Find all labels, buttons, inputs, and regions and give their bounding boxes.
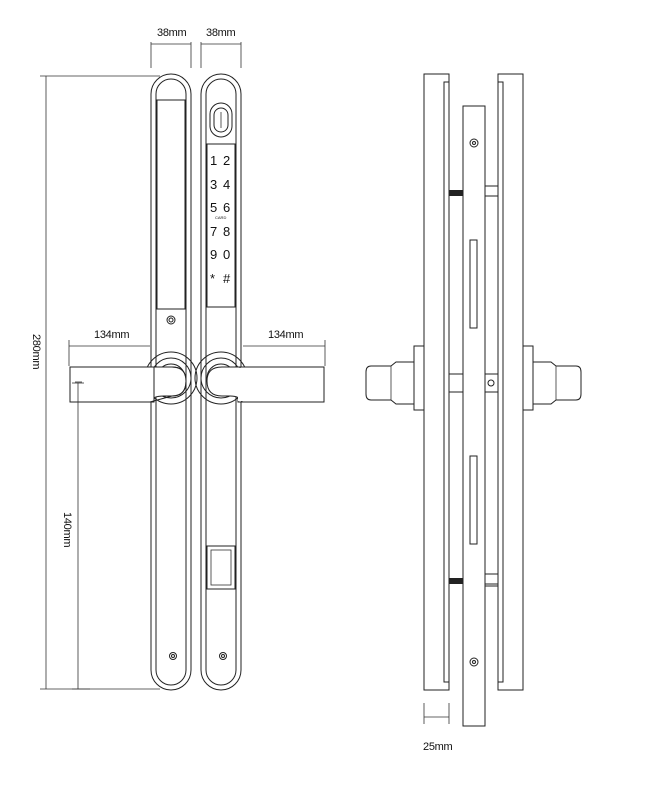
plate-thickness-dimension: 25mm [423,703,453,753]
left-lever-dimension: 134mm [68,329,150,366]
side-outer-plate-right [497,73,524,691]
key-9[interactable]: 9 [210,247,217,262]
fingerprint-reader-icon [209,102,233,138]
key-2[interactable]: 2 [223,153,230,168]
dim-right-lever: 134mm [268,329,303,341]
right-lever-handle [206,366,325,403]
key-4[interactable]: 4 [223,177,230,192]
left-lever-handle [69,366,187,403]
keypad-panel [206,143,236,308]
key-7[interactable]: 7 [210,224,217,239]
key-3[interactable]: 3 [210,177,217,192]
dim-total-height: 280mm [30,334,42,369]
side-right-lever [522,345,582,411]
side-left-lever [365,345,425,411]
dim-left-lever: 134mm [94,329,129,341]
dim-right-width: 38mm [206,27,235,39]
handle-to-bottom-dimension: 140mm [61,382,90,690]
mortise-body [462,105,486,727]
front-width-dimensions: 38mm 38mm [150,27,242,68]
left-panel-window [156,99,186,310]
side-view [365,73,582,727]
dim-left-width: 38mm [157,27,186,39]
key-1[interactable]: 1 [210,153,217,168]
right-lever-dimension: 134mm [243,329,326,366]
key-6[interactable]: 6 [223,200,230,215]
dim-plate-thickness: 25mm [423,741,452,753]
total-height-dimension: 280mm [30,75,160,690]
side-outer-plate-left [423,73,450,691]
key-5[interactable]: 5 [210,200,217,215]
card-label: CARD [215,215,226,220]
key-star[interactable]: * [210,271,215,286]
key-0[interactable]: 0 [223,247,230,262]
key-cylinder-cover [206,545,236,590]
key-8[interactable]: 8 [223,224,230,239]
dim-handle-height: 140mm [61,512,73,547]
key-hash[interactable]: # [223,271,231,286]
